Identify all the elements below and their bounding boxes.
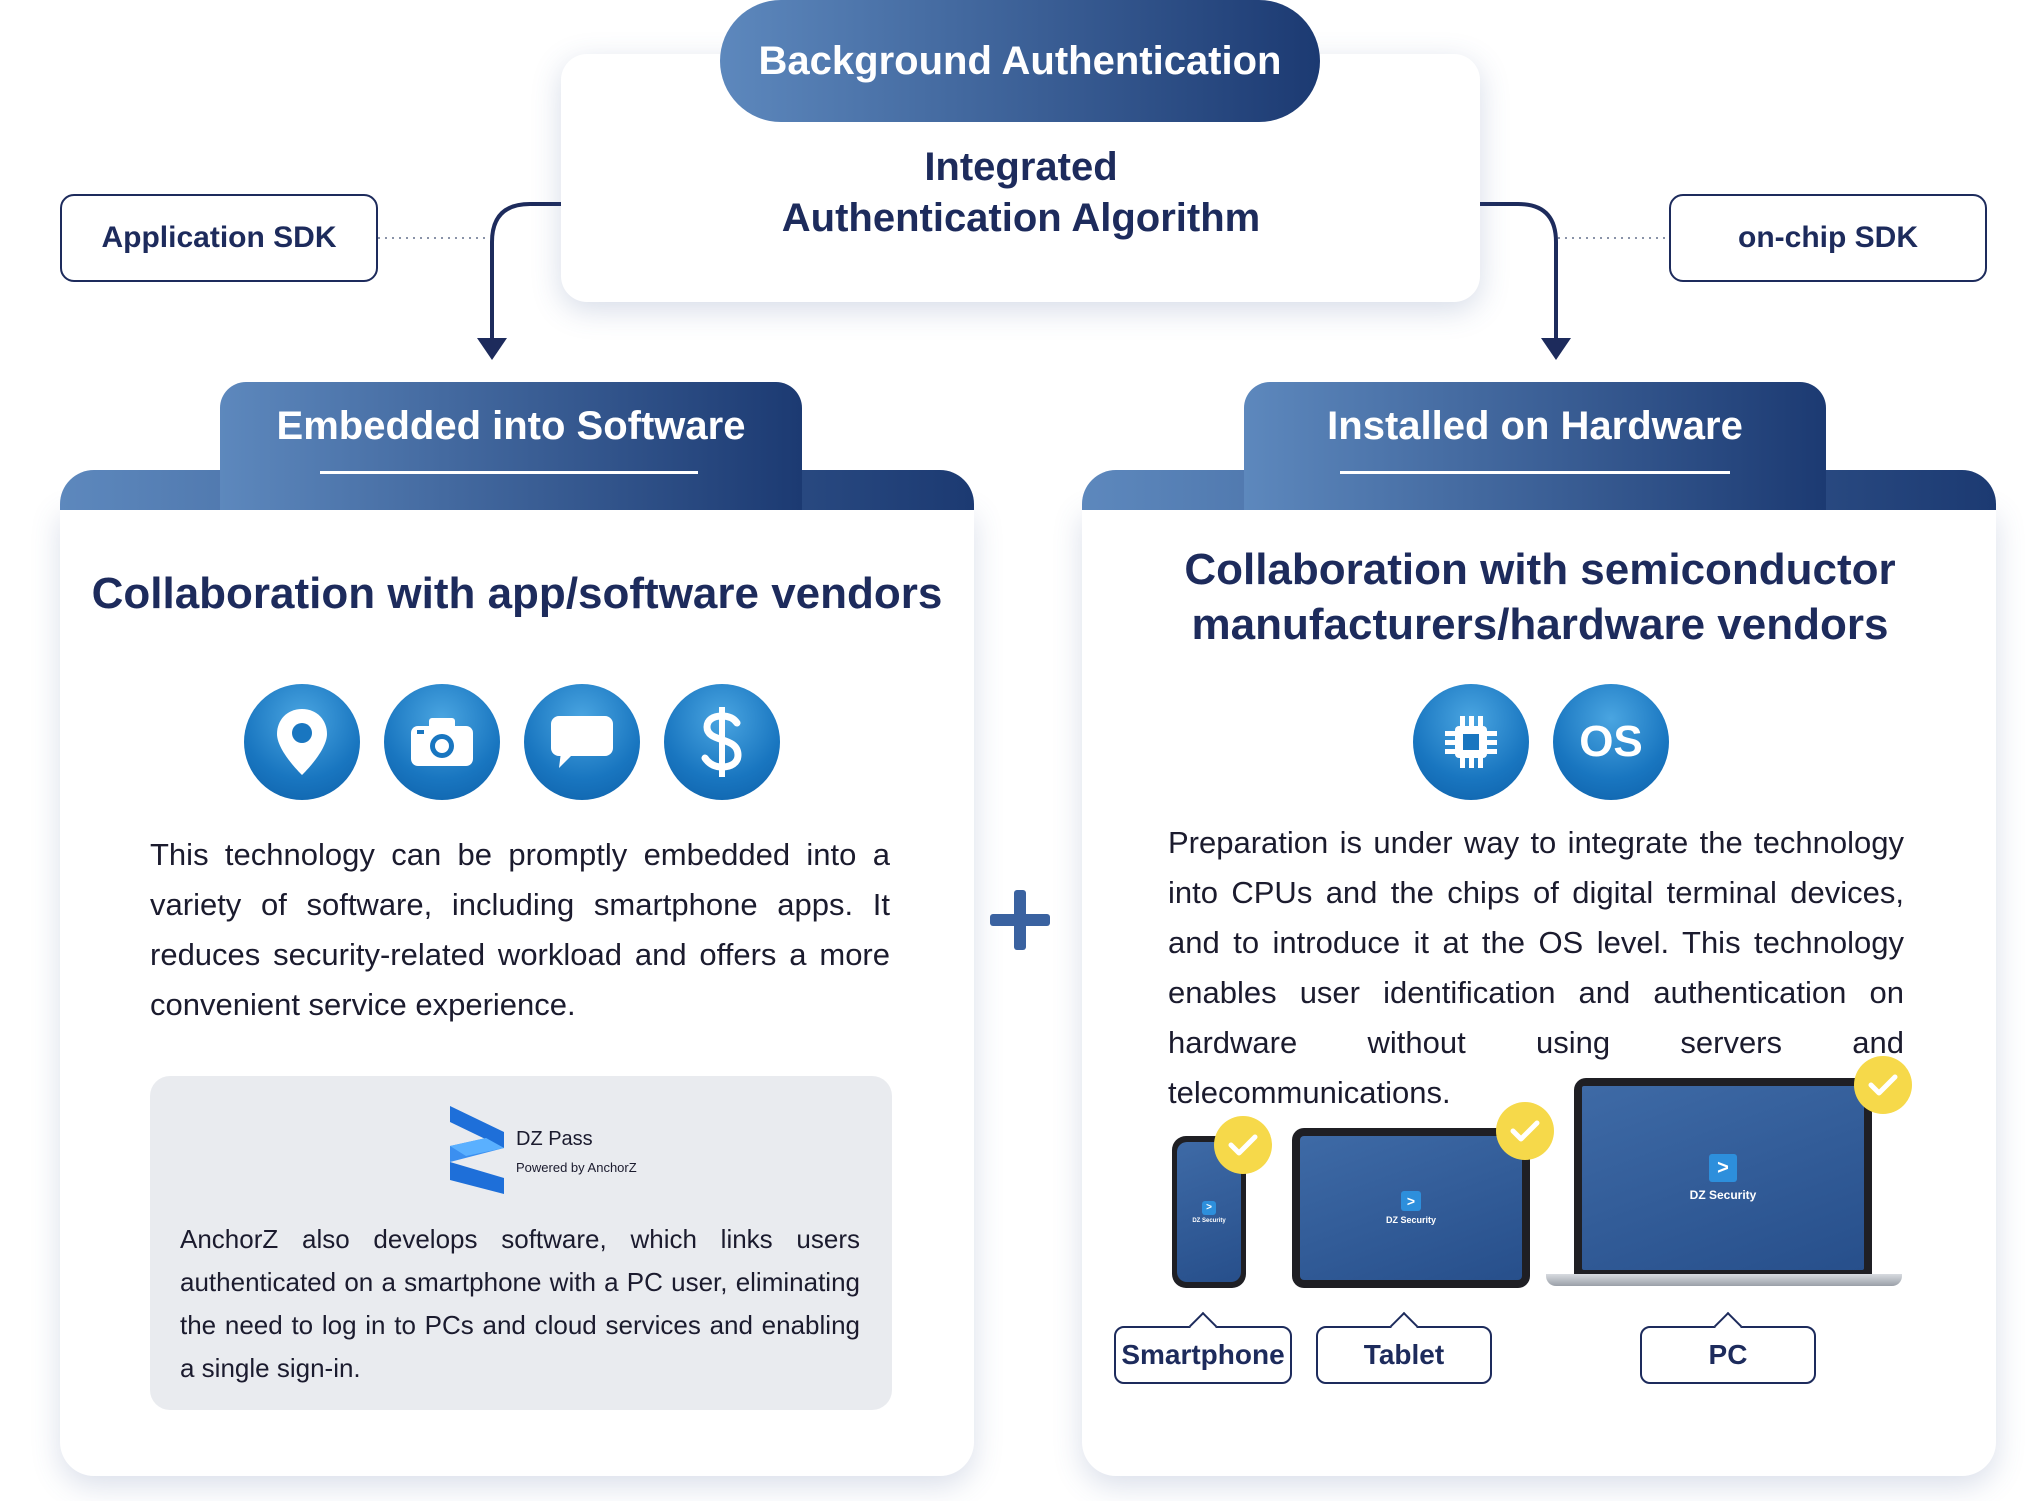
dz-pass-description: AnchorZ also develops software, which li…	[180, 1224, 860, 1383]
pc-base	[1546, 1274, 1902, 1286]
dz-pass-box	[150, 1076, 892, 1410]
dz-pass-logo	[446, 1104, 508, 1198]
location-pin-icon	[244, 684, 360, 800]
smartphone-label: Smartphone	[1114, 1326, 1292, 1384]
software-tab: Embedded into Software	[220, 382, 802, 510]
smartphone-check-icon	[1214, 1116, 1272, 1174]
pc-check-icon	[1854, 1056, 1912, 1114]
hardware-tab-underline	[1340, 471, 1730, 474]
chat-bubble-icon	[524, 684, 640, 800]
os-icon: OS	[1553, 684, 1669, 800]
dz-pass-powered-by: Powered by AnchorZ	[516, 1160, 637, 1175]
camera-icon	[384, 684, 500, 800]
on-chip-sdk-label: on-chip SDK	[1669, 194, 1987, 282]
dollar-icon	[664, 684, 780, 800]
hardware-tab: Installed on Hardware	[1244, 382, 1826, 510]
software-tab-underline	[320, 471, 698, 474]
software-heading: Collaboration with app/software vendors	[91, 569, 943, 618]
application-sdk-label: Application SDK	[60, 194, 378, 282]
pc-label: PC	[1640, 1326, 1816, 1384]
pc-device: > DZ Security	[1574, 1078, 1872, 1274]
background-authentication-title: Background Authentication	[720, 0, 1320, 122]
chip-icon	[1413, 684, 1529, 800]
hardware-heading: Collaboration with semiconductor manufac…	[1184, 545, 1896, 649]
tablet-device: > DZ Security	[1292, 1128, 1530, 1288]
plus-icon	[990, 890, 1050, 950]
integrated-algorithm-label: Integrated Authentication Algorithm	[781, 145, 1261, 240]
tablet-label: Tablet	[1316, 1326, 1492, 1384]
software-description: This technology can be promptly embedded…	[150, 837, 890, 1022]
hardware-panel	[1082, 506, 1996, 1476]
tablet-check-icon	[1496, 1102, 1554, 1160]
dz-pass-name: DZ Pass	[516, 1128, 593, 1150]
hardware-description: Preparation is under way to integrate th…	[1168, 825, 1904, 1110]
